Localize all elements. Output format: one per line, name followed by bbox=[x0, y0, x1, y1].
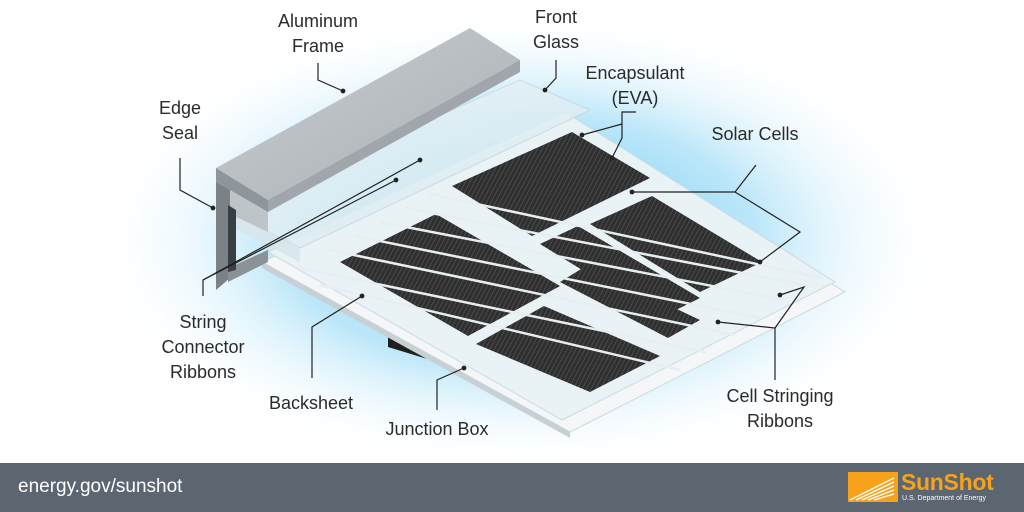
label-edge-seal: Edge Seal bbox=[150, 96, 210, 146]
ribbons-group bbox=[299, 192, 823, 372]
label-solar-cells: Solar Cells bbox=[700, 122, 810, 147]
label-line: Backsheet bbox=[268, 393, 354, 413]
label-cell-stringing-ribbons: Cell Stringing Ribbons bbox=[712, 384, 848, 434]
label-aluminum-frame: Aluminum Frame bbox=[262, 9, 374, 59]
label-line: Front bbox=[534, 7, 577, 27]
label-line: Junction Box bbox=[385, 419, 489, 439]
label-line: String bbox=[179, 312, 227, 332]
logo-subtitle: U.S. Department of Energy bbox=[902, 495, 987, 502]
label-string-connector-ribbons: String Connector Ribbons bbox=[150, 310, 256, 385]
aluminum-frame-shape bbox=[216, 28, 520, 290]
label-line: Ribbons bbox=[746, 411, 814, 431]
solar-cell bbox=[476, 306, 660, 392]
solar-cell bbox=[540, 226, 700, 318]
sunshot-logo: SunShot U.S. Department of Energy bbox=[848, 469, 1008, 504]
label-line: Solar Cells bbox=[711, 124, 799, 144]
label-line: Aluminum bbox=[277, 11, 359, 31]
label-encapsulant: Encapsulant (EVA) bbox=[576, 61, 694, 111]
label-line: Cell Stringing bbox=[726, 386, 834, 406]
label-line: Glass bbox=[532, 32, 579, 52]
logo-wordmark: SunShot bbox=[901, 469, 994, 495]
label-line: Seal bbox=[161, 123, 199, 143]
front-glass-edge bbox=[226, 210, 300, 262]
label-line: (EVA) bbox=[611, 88, 659, 108]
label-line: Ribbons bbox=[169, 362, 237, 382]
label-backsheet: Backsheet bbox=[256, 391, 366, 416]
label-line: Encapsulant bbox=[585, 63, 685, 83]
footer-url-link[interactable]: energy.gov/sunshot bbox=[18, 476, 183, 497]
solar-panel-diagram bbox=[90, 10, 950, 463]
sunshot-logo-icon bbox=[848, 472, 898, 502]
label-line: Frame bbox=[291, 36, 344, 56]
label-line: Edge bbox=[158, 98, 202, 118]
leader-lines bbox=[179, 60, 806, 410]
backsheet-edge bbox=[262, 262, 570, 438]
label-line: Connector bbox=[161, 337, 245, 357]
label-front-glass: Front Glass bbox=[520, 5, 592, 55]
label-junction-box: Junction Box bbox=[370, 417, 504, 442]
